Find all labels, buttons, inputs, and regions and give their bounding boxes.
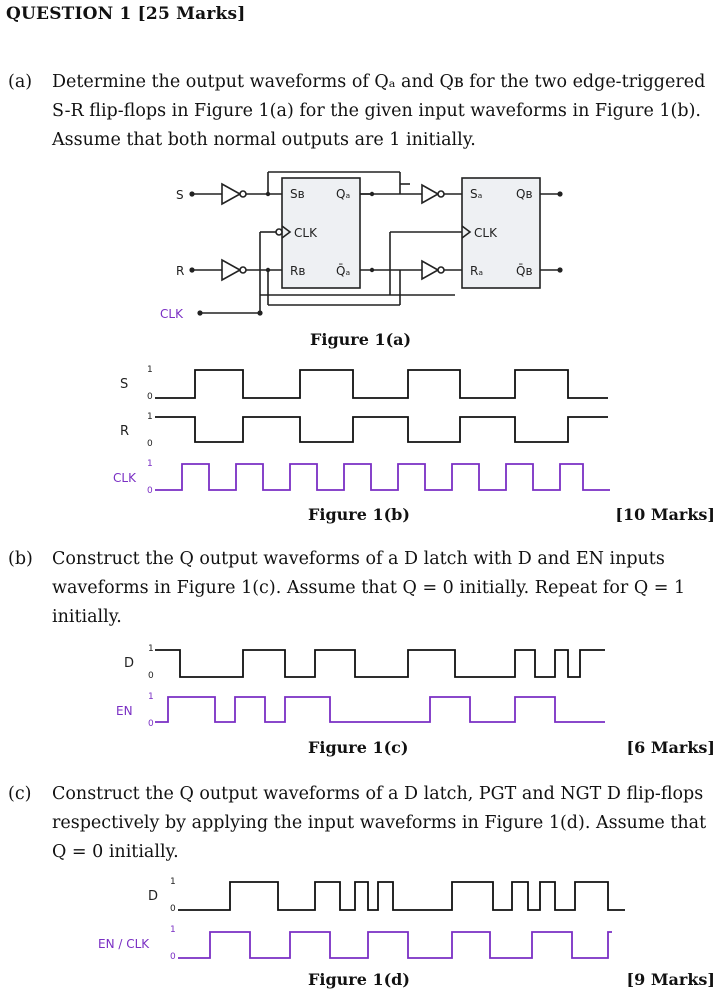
wave-d1-hi: 1 <box>148 644 154 654</box>
r-input-terminal <box>189 267 195 273</box>
wave-r-hi: 1 <box>147 412 153 422</box>
wave-enclk-hi: 1 <box>170 925 176 935</box>
wave-en-hi: 1 <box>148 692 154 702</box>
wave-s <box>155 369 608 399</box>
s-input-terminal <box>189 191 195 197</box>
clk-input-label: CLK <box>160 307 184 321</box>
part-b-marks: [6 Marks] <box>626 738 715 757</box>
wave-s-label: S <box>120 377 128 392</box>
figure-1a-caption: Figure 1(a) <box>310 330 412 349</box>
figure-1c-waveforms: D 1 0 EN 1 0 <box>116 644 605 729</box>
question-heading: QUESTION 1 [25 Marks] <box>6 4 246 24</box>
part-b-line-3: initially. <box>52 607 122 627</box>
wave-d1-lo: 0 <box>148 671 154 681</box>
wave-en-c <box>155 696 605 723</box>
ffa-r-label: Rₐ <box>470 264 483 278</box>
wave-enclk-d <box>178 931 612 959</box>
part-c-label: (c) <box>8 784 32 804</box>
part-a-label: (a) <box>8 72 33 92</box>
figure-1d-waveforms: D 1 0 EN / CLK 1 0 <box>98 877 625 962</box>
wave-s-hi: 1 <box>147 365 153 375</box>
part-a-line-1: Determine the output waveforms of Qₐ and… <box>52 72 706 92</box>
ffa-qbar-label: Q̄ʙ <box>516 264 532 278</box>
wave-r-lo: 0 <box>147 439 153 449</box>
r-input-label: R <box>176 264 184 278</box>
wave-enclk-label: EN / CLK <box>98 937 150 951</box>
figure-1b-caption: Figure 1(b) <box>308 505 410 524</box>
ffb-clk-label: CLK <box>294 226 318 240</box>
qb-output-terminal <box>557 191 563 197</box>
part-c-marks: [9 Marks] <box>626 970 715 989</box>
figure-1b-waveforms: S 1 0 R 1 0 CLK 1 0 <box>113 365 610 496</box>
clk-junction <box>257 310 263 316</box>
ffb-r-label: Rʙ <box>290 264 305 278</box>
part-b-text: (b) Construct the Q output waveforms of … <box>8 545 723 635</box>
part-c-line-1: Construct the Q output waveforms of a D … <box>52 784 704 804</box>
wave-clk-hi: 1 <box>147 459 153 469</box>
wave-enclk-lo: 0 <box>170 952 176 962</box>
wave-clk-label: CLK <box>113 471 137 485</box>
ffb-qbar-label: Q̄ₐ <box>336 264 350 278</box>
part-b-line-1: Construct the Q output waveforms of a D … <box>52 549 665 569</box>
wave-en-label: EN <box>116 704 133 718</box>
wave-d2-label: D <box>148 889 158 904</box>
part-b-line-2: waveforms in Figure 1(c). Assume that Q … <box>52 578 686 598</box>
wave-d2-lo: 0 <box>170 904 176 914</box>
part-c-line-3: Q = 0 initially. <box>52 842 179 862</box>
wave-r <box>155 416 608 443</box>
figure-1c-caption: Figure 1(c) <box>308 738 409 757</box>
wave-d-d <box>178 881 625 911</box>
flip-flop-circuit-diagram: S R CLK Sʙ Rʙ Qₐ Q̄ₐ CLK Sₐ Rₐ Qʙ Q̄ʙ CL… <box>160 171 563 321</box>
part-c-line-2: respectively by applying the input wavef… <box>52 813 707 833</box>
qbbar-output-terminal <box>557 267 563 273</box>
wave-clk <box>155 463 610 491</box>
ffb-s-label: Sʙ <box>290 187 305 201</box>
ffb-q-label: Qₐ <box>336 187 350 201</box>
figure-1d-caption: Figure 1(d) <box>308 970 410 989</box>
wave-r-label: R <box>120 424 129 439</box>
part-a-text: (a) Determine the output waveforms of Qₐ… <box>8 68 723 158</box>
part-c-text: (c) Construct the Q output waveforms of … <box>8 780 723 870</box>
wave-d1-label: D <box>124 656 134 671</box>
clk-input-terminal <box>197 310 203 316</box>
wave-d-c <box>155 649 605 678</box>
wave-clk-lo: 0 <box>147 486 153 496</box>
part-a-line-3: Assume that both normal outputs are 1 in… <box>52 130 476 150</box>
part-a-line-2: S-R flip-flops in Figure 1(a) for the gi… <box>52 101 701 121</box>
part-b-label: (b) <box>8 549 33 569</box>
s-input-label: S <box>176 188 184 202</box>
ffa-s-label: Sₐ <box>470 187 482 201</box>
wave-s-lo: 0 <box>147 392 153 402</box>
part-a-marks: [10 Marks] <box>615 505 715 524</box>
wave-d2-hi: 1 <box>170 877 176 887</box>
ffa-clk-label: CLK <box>474 226 498 240</box>
ffa-q-label: Qʙ <box>516 187 532 201</box>
wave-en-lo: 0 <box>148 719 154 729</box>
